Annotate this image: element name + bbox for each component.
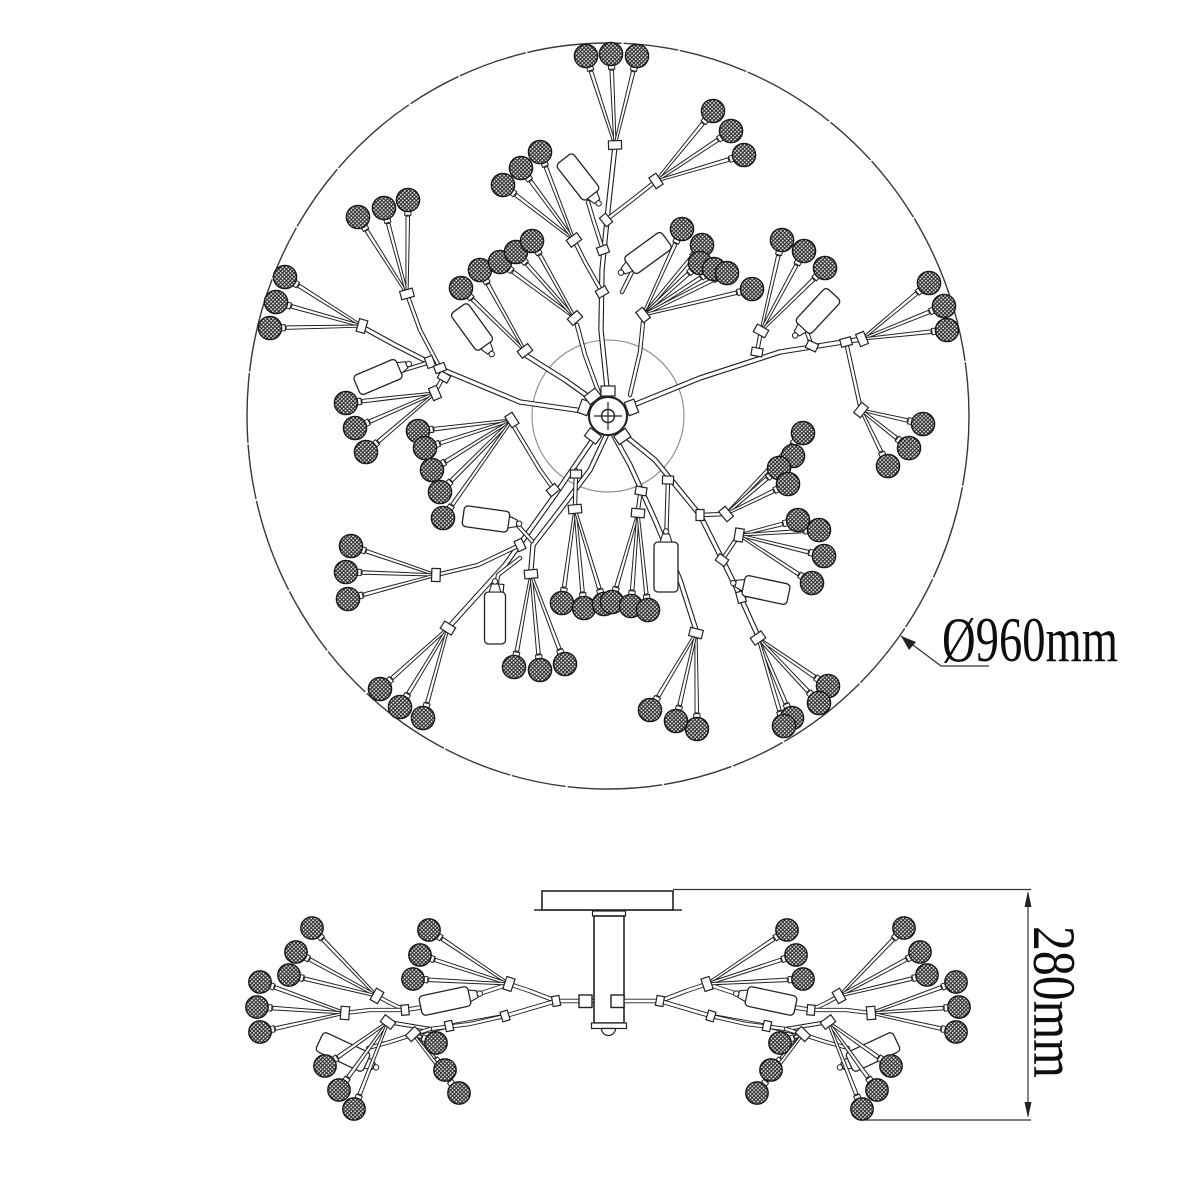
svg-text:Ø960mm: Ø960mm [942,604,1118,675]
svg-text:280mm: 280mm [1021,926,1087,1078]
